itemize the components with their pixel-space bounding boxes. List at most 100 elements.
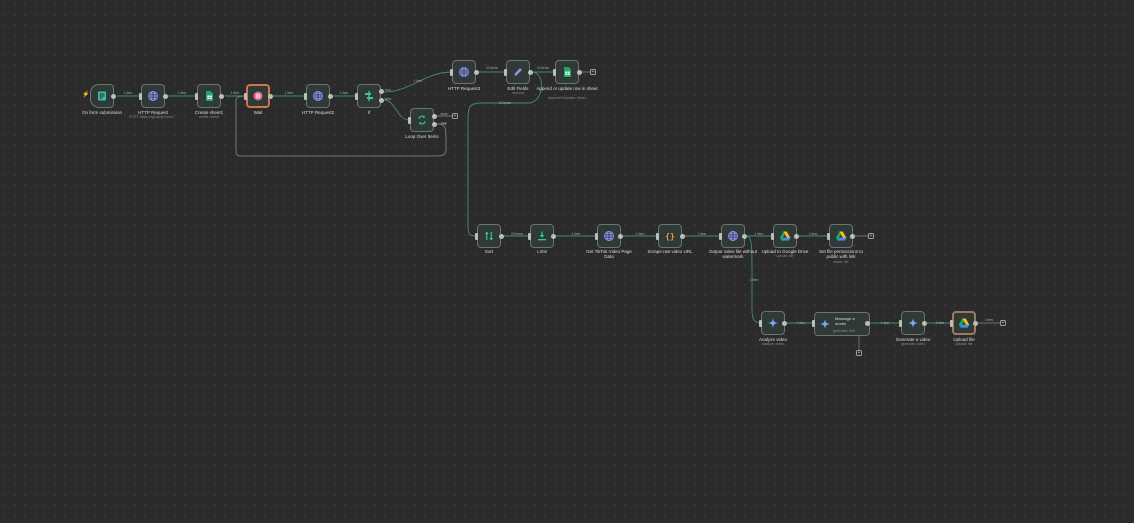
node-subtitle: generate: text	[833, 329, 855, 333]
edge-label: 1 item	[749, 278, 759, 282]
output-handle[interactable]	[865, 321, 870, 326]
edge-label: 1 item	[177, 91, 187, 95]
connection-output-analyze	[746, 235, 762, 324]
edge-label: 20 items	[485, 66, 499, 70]
add-model-plus-icon[interactable]: +	[856, 350, 862, 356]
output-handle[interactable]	[618, 234, 623, 239]
output-handle[interactable]	[973, 321, 978, 326]
add-node-plus-icon[interactable]: +	[868, 233, 874, 239]
edge-label-loop: loop	[440, 121, 448, 125]
input-handle[interactable]	[528, 233, 531, 240]
node-http-request[interactable]	[141, 84, 165, 108]
pencil-icon	[514, 68, 522, 76]
input-handle[interactable]	[899, 320, 902, 327]
gemini-icon	[768, 318, 778, 328]
output-handle[interactable]	[551, 234, 556, 239]
edge-label: 1 item	[935, 321, 945, 325]
input-handle[interactable]	[827, 233, 830, 240]
input-handle[interactable]	[812, 320, 815, 327]
edge-label: 1 item	[123, 91, 133, 95]
globe-icon	[459, 67, 469, 77]
node-message-a-model[interactable]: Message a model generate: text	[814, 312, 870, 336]
output-handle-false[interactable]	[379, 98, 384, 103]
output-handle[interactable]	[850, 234, 855, 239]
node-output-video-file[interactable]	[721, 224, 745, 248]
connection-if-http3	[383, 71, 453, 93]
node-create-sheet1[interactable]	[197, 84, 221, 108]
node-subtitle: upload: file	[955, 342, 973, 346]
output-handle[interactable]	[528, 70, 533, 75]
node-append-or-update-row[interactable]	[555, 60, 579, 84]
input-handle[interactable]	[504, 69, 507, 76]
node-http-request2[interactable]	[306, 84, 330, 108]
connection-edit-sort	[467, 71, 542, 237]
output-handle[interactable]	[474, 70, 479, 75]
input-handle[interactable]	[195, 93, 198, 100]
node-edit-fields[interactable]	[506, 60, 530, 84]
add-node-plus-icon[interactable]: +	[590, 69, 596, 75]
output-handle[interactable]	[742, 234, 747, 239]
output-handle-loop[interactable]	[432, 122, 437, 127]
input-handle[interactable]	[450, 69, 453, 76]
output-handle[interactable]	[163, 94, 168, 99]
input-handle[interactable]	[475, 233, 478, 240]
input-handle[interactable]	[355, 93, 358, 100]
edge-label: 1 item	[230, 91, 240, 95]
node-http-request3[interactable]	[452, 60, 476, 84]
input-handle[interactable]	[553, 69, 556, 76]
edge-label: 1 item	[635, 232, 645, 236]
limit-icon	[538, 231, 546, 241]
node-if[interactable]	[357, 84, 381, 108]
output-handle-done[interactable]	[432, 114, 437, 119]
input-handle[interactable]	[656, 233, 659, 240]
node-label: Get TikTok Video Page Data	[586, 249, 632, 259]
pause-icon	[253, 91, 263, 101]
output-handle[interactable]	[922, 321, 927, 326]
node-scrape-raw-video-url[interactable]: {}	[658, 224, 682, 248]
input-handle[interactable]	[139, 93, 142, 100]
node-subtitle: generate: video	[900, 342, 926, 346]
input-handle[interactable]	[771, 233, 774, 240]
node-subtitle: analyze: video	[761, 342, 785, 346]
edge-label-done: done	[440, 112, 448, 116]
input-handle[interactable]	[759, 320, 762, 327]
input-handle[interactable]	[244, 93, 247, 100]
node-label: HTTP Request3	[447, 86, 481, 91]
output-handle[interactable]	[577, 70, 582, 75]
output-handle[interactable]	[328, 94, 333, 99]
node-label: Loop Over Items	[405, 134, 439, 139]
add-node-plus-icon[interactable]: +	[1000, 320, 1006, 326]
add-node-plus-icon[interactable]: +	[452, 113, 458, 119]
input-handle[interactable]	[950, 320, 953, 327]
node-label: Append or update row in sheet	[536, 86, 598, 91]
output-handle[interactable]	[268, 94, 273, 99]
input-handle[interactable]	[304, 93, 307, 100]
node-sort[interactable]	[477, 224, 501, 248]
output-handle[interactable]	[782, 321, 787, 326]
node-label: Wait	[253, 110, 263, 115]
globe-icon	[313, 91, 323, 101]
node-label: Scrape raw video URL	[647, 249, 693, 254]
output-handle[interactable]	[111, 94, 116, 99]
output-handle[interactable]	[499, 234, 504, 239]
input-handle[interactable]	[595, 233, 598, 240]
output-handle[interactable]	[680, 234, 685, 239]
node-get-tiktok-video-page-data[interactable]	[597, 224, 621, 248]
input-handle[interactable]	[719, 233, 722, 240]
output-handle[interactable]	[794, 234, 799, 239]
sort-icon	[484, 231, 494, 241]
edge-label: 1 item	[984, 318, 994, 322]
output-handle[interactable]	[219, 94, 224, 99]
globe-icon	[148, 91, 158, 101]
output-handle-true[interactable]	[379, 89, 384, 94]
node-wait[interactable]	[246, 84, 270, 108]
node-label: Sort	[484, 249, 494, 254]
node-set-file-permissions[interactable]	[829, 224, 853, 248]
node-loop-over-items[interactable]	[410, 108, 434, 132]
connection-if-loop	[383, 99, 411, 121]
input-handle[interactable]	[408, 117, 411, 124]
node-subtitle: create: sheet	[198, 115, 220, 119]
node-label: Analyze video	[758, 337, 788, 342]
node-label: Create sheet1	[194, 110, 224, 115]
